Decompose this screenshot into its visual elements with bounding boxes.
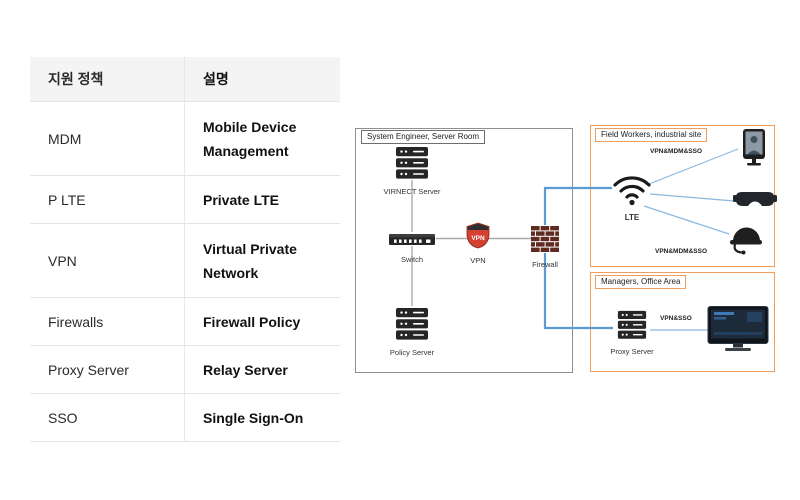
mobile-camera-icon [740, 128, 768, 171]
table-row: VPN Virtual Private Network [30, 224, 340, 298]
server-icon [616, 310, 648, 345]
vpn-node: VPN VPN [438, 222, 518, 265]
managers-title: Managers, Office Area [595, 275, 687, 289]
description-cell: Private LTE [203, 191, 279, 208]
firewall-icon [531, 226, 559, 258]
proxy-server-node: Proxy Server [597, 310, 667, 356]
table-row: P LTE Private LTE [30, 176, 340, 224]
policy-cell: SSO [30, 394, 185, 441]
managers-box [590, 272, 775, 372]
firewall-node: Firewall [505, 226, 585, 269]
virnect-server-node: VIRNECT Server [372, 146, 452, 196]
server-room-box [355, 128, 573, 373]
policy-cell: Proxy Server [30, 346, 185, 393]
description-cell: Firewall Policy [203, 313, 301, 330]
description-cell: Relay Server [203, 361, 288, 378]
policy-cell: Firewalls [30, 298, 185, 345]
lte-wifi-icon [610, 172, 654, 211]
managers-label: VPN&SSO [660, 315, 692, 322]
policy-table: 지원 정책 설명 MDM Mobile Device Management P … [30, 57, 340, 442]
helmet-headset-icon [728, 224, 764, 260]
policy-cell: VPN [30, 224, 185, 297]
server-icon [394, 307, 430, 346]
vpn-label: VPN [470, 256, 486, 265]
table-row: MDM Mobile Device Management [30, 102, 340, 176]
table-header-row: 지원 정책 설명 [30, 57, 340, 102]
switch-node: Switch [372, 230, 452, 264]
description-cell: Mobile Device Management [203, 118, 297, 159]
switch-label: Switch [400, 255, 424, 264]
switch-icon [388, 230, 436, 253]
field-bottom-label: VPN&MDM&SSO [655, 248, 708, 255]
table-row: SSO Single Sign-On [30, 394, 340, 442]
table-row: Firewalls Firewall Policy [30, 298, 340, 346]
policy-cell: P LTE [30, 176, 185, 223]
vpn-shield-text: VPN [471, 235, 485, 242]
policy-server-label: Policy Server [389, 348, 435, 357]
server-icon [394, 146, 430, 185]
vpn-shield-icon: VPN [466, 222, 490, 254]
proxy-server-label: Proxy Server [610, 347, 654, 356]
virnect-server-label: VIRNECT Server [383, 187, 441, 196]
policy-server-node: Policy Server [372, 307, 452, 357]
lte-label: LTE [624, 213, 640, 222]
field-workers-title: Field Workers, industrial site [595, 128, 708, 142]
monitor-icon [707, 306, 769, 357]
description-cell: Virtual Private Network [203, 240, 297, 281]
ar-glasses-icon [733, 190, 777, 215]
description-cell: Single Sign-On [203, 409, 304, 426]
policy-cell: MDM [30, 102, 185, 175]
field-top-label: VPN&MDM&SSO [650, 148, 703, 155]
connector-lines [411, 148, 739, 331]
table-row: Proxy Server Relay Server [30, 346, 340, 394]
header-description: 설명 [203, 71, 229, 87]
server-room-title: System Engineer, Server Room [361, 130, 486, 144]
network-diagram: System Engineer, Server Room [352, 122, 782, 377]
header-policy: 지원 정책 [30, 57, 185, 101]
firewall-label: Firewall [532, 260, 558, 269]
lte-node: LTE [602, 172, 662, 222]
